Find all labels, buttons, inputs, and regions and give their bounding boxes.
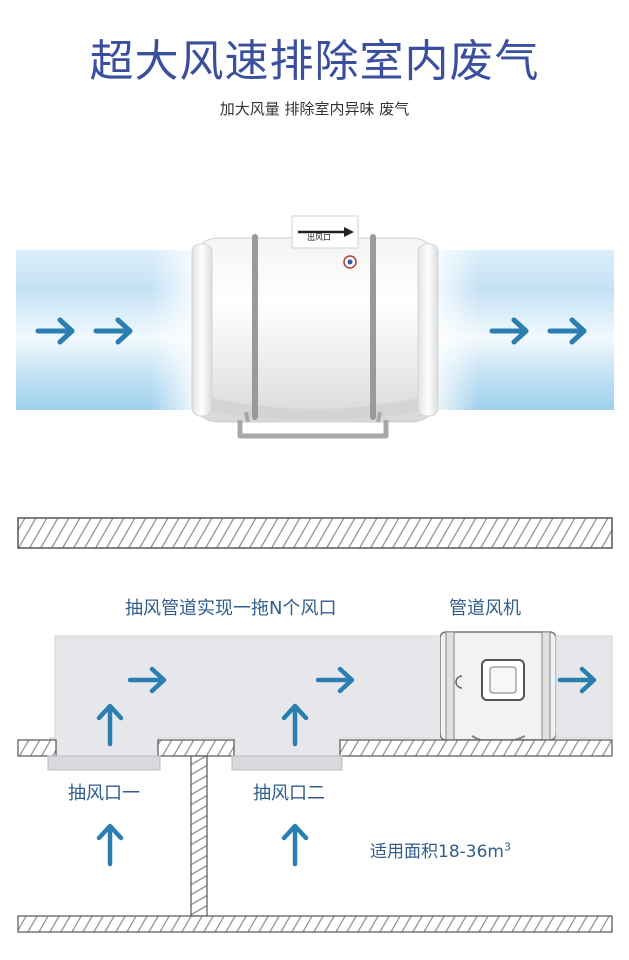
coverage-area-label: 适用面积18-36m3 xyxy=(370,840,511,864)
fan-shadow xyxy=(212,398,418,420)
arrow-right-icon xyxy=(489,317,529,345)
coverage-area-unit-exponent: 3 xyxy=(503,840,511,854)
fan-in-pipe-scene xyxy=(16,215,614,439)
duct-fan-label: 管道风机 xyxy=(449,598,521,619)
arrow-up-icon xyxy=(281,823,309,867)
arrow-right-icon xyxy=(315,666,355,694)
arrow-up-icon xyxy=(96,703,124,747)
arrow-up-icon xyxy=(96,823,124,867)
pipe-right-glow xyxy=(434,250,480,410)
intake-port-1 xyxy=(47,755,161,771)
arrow-right-icon xyxy=(547,317,587,345)
arrow-right-icon xyxy=(127,666,167,694)
partition-wall xyxy=(190,755,208,917)
false-ceiling-right xyxy=(339,739,613,757)
clamp-band-right xyxy=(370,234,376,420)
pipe-left-glow xyxy=(150,250,196,410)
fan-housing xyxy=(191,237,439,423)
arrow-right-icon xyxy=(35,317,75,345)
false-ceiling-middle xyxy=(157,739,235,757)
arrow-right-icon xyxy=(557,666,597,694)
fan-ring-left xyxy=(191,243,213,417)
intake-port-2-label: 抽风口二 xyxy=(253,783,325,804)
false-ceiling-left xyxy=(17,739,57,757)
duct-network xyxy=(49,631,613,757)
arrow-up-icon xyxy=(281,703,309,747)
arrow-right-icon xyxy=(93,317,133,345)
page-title: 超大风速排除室内废气 xyxy=(89,36,540,87)
coverage-area-text: 适用面积18-36m xyxy=(370,842,504,862)
ceiling-slab xyxy=(17,517,613,549)
outlet-arrow-icon xyxy=(344,227,354,237)
clamp-band-left xyxy=(252,234,258,420)
mounting-bracket xyxy=(237,420,389,439)
page-subtitle: 加大风量 排除室内异味 废气 xyxy=(219,100,410,118)
floor-slab xyxy=(17,915,613,933)
fan-ring-right xyxy=(417,243,439,417)
duct-header-label: 抽风管道实现一拖N个风口 xyxy=(125,598,337,619)
fan-outlet-label: 出风口 xyxy=(307,233,331,242)
intake-port-1-label: 抽风口一 xyxy=(68,783,140,804)
intake-port-2 xyxy=(231,755,343,771)
